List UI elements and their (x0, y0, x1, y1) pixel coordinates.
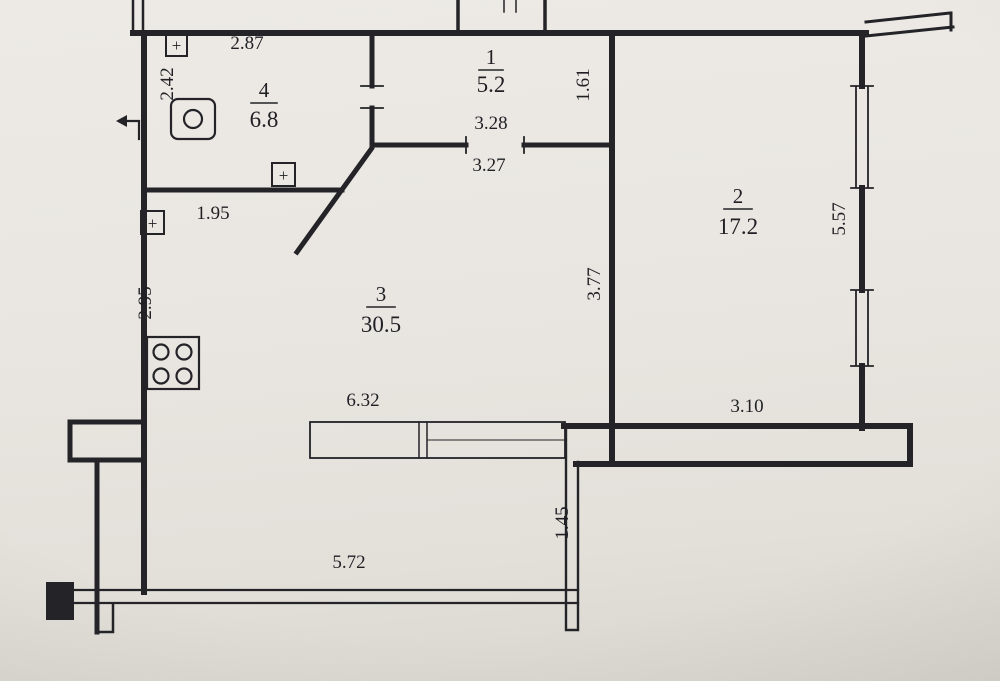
dimension-labels: 2.87 2.42 3.28 1.61 3.27 1.95 2.95 3.77 … (135, 33, 850, 573)
stove-burner-icon (152, 367, 170, 385)
room-3-number: 3 (376, 282, 387, 306)
dim-balcony-width: 5.72 (332, 552, 365, 573)
outer-bottom-wall (573, 423, 913, 467)
dim-living-depth: 3.77 (584, 267, 605, 300)
room-1-area: 5.2 (477, 72, 506, 97)
room-labels: 1 5.2 2 17.2 3 30.5 4 6.8 (250, 45, 759, 337)
room-2-area: 17.2 (718, 214, 758, 239)
window-lower (850, 289, 874, 367)
bathroom-diagonal-wall (293, 30, 375, 256)
vent-shaft-ticks (503, 0, 517, 13)
balcony-unit-divider (418, 421, 428, 459)
entry-arrow-icon (116, 115, 141, 141)
utility-box (271, 162, 296, 187)
dim-room2-width: 3.10 (730, 396, 763, 417)
room-4-number: 4 (259, 78, 270, 102)
dim-bathroom-width: 2.87 (230, 33, 263, 54)
window-upper (850, 85, 874, 189)
stove-burner-icon (152, 343, 170, 361)
utility-boxes: + + + (140, 34, 296, 235)
dim-kitchen-passage: 1.95 (196, 203, 229, 224)
stove-burner-icon (175, 343, 193, 361)
outer-walls (130, 30, 913, 595)
stove-burner-icon (175, 367, 193, 385)
plus-icon: + (279, 166, 289, 185)
dim-balcony-depth: 1.45 (552, 506, 573, 539)
dim-room2-depth: 5.57 (829, 202, 850, 235)
balcony-parapet (70, 588, 580, 605)
entry-arrow-head (116, 115, 127, 127)
utility-box (165, 34, 188, 57)
stove-body (145, 335, 201, 391)
lower-left-wall-end (95, 603, 115, 634)
plus-icon: + (148, 214, 158, 233)
dim-hall-width: 3.28 (474, 113, 507, 134)
room-4-area: 6.8 (250, 107, 279, 132)
minor-walls (95, 0, 145, 634)
partition-walls (67, 30, 615, 635)
dim-kitchen-depth: 2.95 (135, 286, 156, 319)
plus-icon: + (172, 36, 182, 55)
neighbor-walls-cutoff (864, 11, 955, 38)
toilet-bowl (169, 97, 217, 141)
utility-box (140, 210, 165, 235)
balcony-window-block (309, 421, 566, 459)
entry-wall-stub (131, 0, 145, 35)
dim-living-width: 6.32 (346, 390, 379, 411)
hall-door-opening (465, 136, 525, 154)
dim-hall-opening: 3.27 (472, 155, 505, 176)
entry-arrow-shaft (125, 119, 141, 141)
balcony (46, 426, 580, 632)
dim-hall-depth: 1.61 (573, 68, 594, 101)
dim-bathroom-depth: 2.42 (157, 67, 178, 100)
balcony-parapet-end-block (46, 582, 74, 620)
left-wall-pier (67, 419, 147, 463)
room-1-number: 1 (486, 45, 497, 69)
vent-shaft-walls (456, 0, 547, 35)
toilet-flush-icon (182, 108, 204, 130)
vent-shaft-sides (456, 0, 547, 35)
bathroom-door-opening (360, 85, 384, 109)
room-2-number: 2 (733, 184, 744, 208)
toilet-symbol (169, 97, 217, 141)
room2-windows (850, 85, 874, 367)
room-3-area: 30.5 (361, 312, 401, 337)
door-openings (360, 85, 525, 154)
stove-symbol (145, 335, 201, 391)
